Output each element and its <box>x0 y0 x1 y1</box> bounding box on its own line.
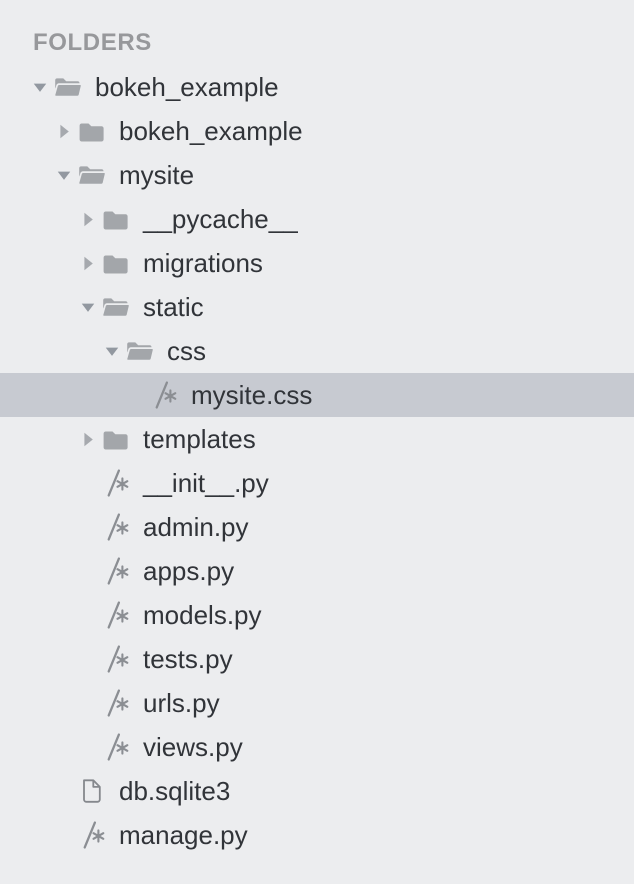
tree-item-label: __init__.py <box>143 467 269 498</box>
tree-row[interactable]: __init__.py <box>0 461 634 505</box>
disclosure-collapsed-icon[interactable] <box>81 212 95 227</box>
code-file-icon <box>101 689 130 717</box>
tree-row[interactable]: db.sqlite3 <box>0 769 634 813</box>
tree-item-label: apps.py <box>143 555 235 586</box>
tree-row[interactable]: mysite <box>0 153 634 197</box>
closed-folder-icon <box>77 121 106 142</box>
tree-row[interactable]: bokeh_example <box>0 65 634 109</box>
code-file-icon <box>101 513 130 541</box>
tree-item-label: migrations <box>143 247 263 278</box>
tree-item-label: mysite <box>119 159 195 190</box>
tree-row[interactable]: bokeh_example <box>0 109 634 153</box>
tree-item-label: __pycache__ <box>143 203 298 234</box>
tree-row[interactable]: views.py <box>0 725 634 769</box>
open-folder-icon <box>53 76 82 98</box>
closed-folder-icon <box>101 429 130 450</box>
code-file-icon <box>101 601 130 629</box>
disclosure-collapsed-icon[interactable] <box>81 256 95 271</box>
tree-item-label: urls.py <box>143 687 220 718</box>
disclosure-expanded-icon[interactable] <box>57 170 71 181</box>
tree-row[interactable]: apps.py <box>0 549 634 593</box>
disclosure-collapsed-icon[interactable] <box>81 432 95 447</box>
code-file-icon <box>101 469 130 497</box>
open-folder-icon <box>101 296 130 318</box>
tree-item-label: manage.py <box>119 819 248 850</box>
tree-item-label: css <box>167 335 206 366</box>
closed-folder-icon <box>101 253 130 274</box>
tree-item-label: db.sqlite3 <box>119 775 231 806</box>
disclosure-collapsed-icon[interactable] <box>57 124 71 139</box>
code-file-icon <box>101 645 130 673</box>
tree-item-label: views.py <box>143 731 243 762</box>
disclosure-expanded-icon[interactable] <box>81 302 95 313</box>
tree-item-label: models.py <box>143 599 262 630</box>
tree-row[interactable]: static <box>0 285 634 329</box>
open-folder-icon <box>77 164 106 186</box>
disclosure-expanded-icon[interactable] <box>33 82 47 93</box>
file-icon <box>77 779 106 803</box>
tree-row[interactable]: urls.py <box>0 681 634 725</box>
tree-row[interactable]: css <box>0 329 634 373</box>
tree-item-label: bokeh_example <box>95 71 279 102</box>
tree-row[interactable]: templates <box>0 417 634 461</box>
disclosure-expanded-icon[interactable] <box>105 346 119 357</box>
closed-folder-icon <box>101 209 130 230</box>
code-file-icon <box>101 733 130 761</box>
tree-item-label: tests.py <box>143 643 233 674</box>
tree-row[interactable]: __pycache__ <box>0 197 634 241</box>
tree-item-label: templates <box>143 423 256 454</box>
code-file-icon <box>101 557 130 585</box>
tree-row[interactable]: migrations <box>0 241 634 285</box>
tree-row[interactable]: tests.py <box>0 637 634 681</box>
tree-row[interactable]: mysite.css <box>0 373 634 417</box>
tree-row[interactable]: admin.py <box>0 505 634 549</box>
tree-row[interactable]: models.py <box>0 593 634 637</box>
open-folder-icon <box>125 340 154 362</box>
tree-item-label: static <box>143 291 204 322</box>
code-file-icon <box>77 821 106 849</box>
tree-item-label: admin.py <box>143 511 249 542</box>
folders-heading: FOLDERS <box>33 29 152 56</box>
tree-row[interactable]: manage.py <box>0 813 634 857</box>
code-file-icon <box>149 381 178 409</box>
tree-item-label: mysite.css <box>191 379 313 410</box>
tree-item-label: bokeh_example <box>119 115 303 146</box>
